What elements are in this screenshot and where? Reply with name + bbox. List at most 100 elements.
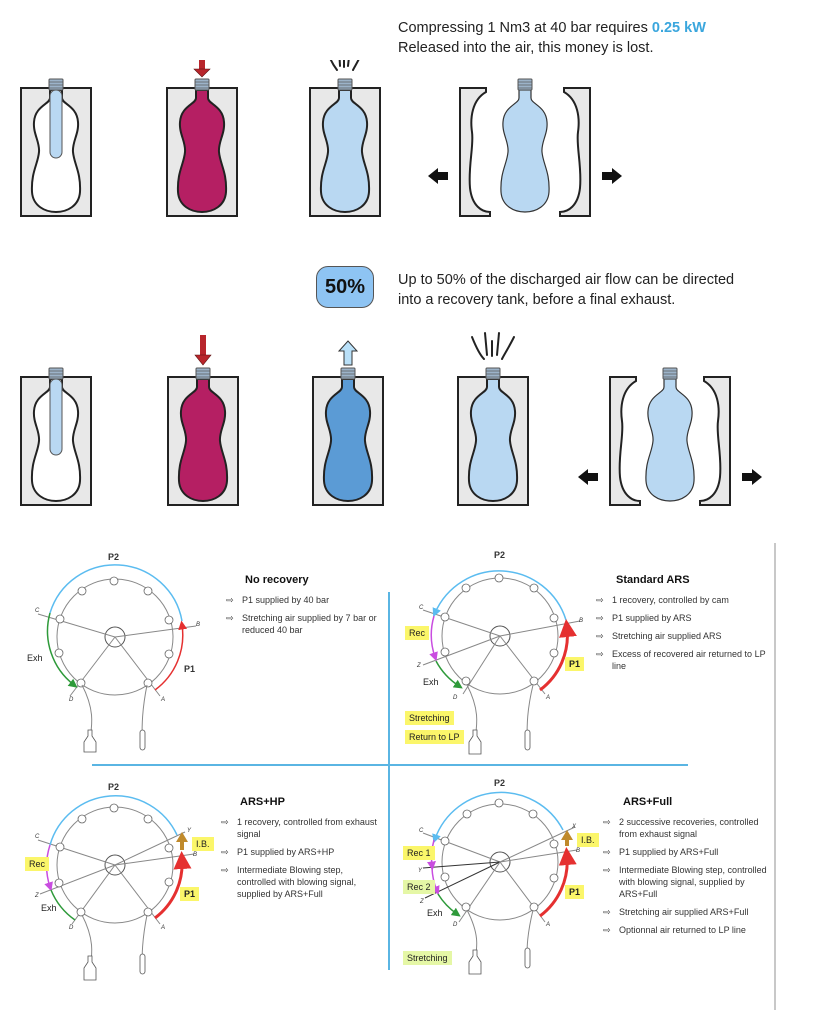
exhaust-burst-icon	[471, 332, 515, 360]
bullet-item: ⇨Stretching air supplied ARS+Full	[603, 907, 749, 917]
exh-label: Exh	[427, 908, 443, 918]
svg-text:B: B	[576, 848, 580, 854]
recovery-cycle-illustration	[20, 332, 762, 506]
mold-opening	[428, 78, 622, 217]
arrow-right-icon: ⇨	[603, 817, 611, 827]
svg-text:B: B	[196, 622, 200, 628]
panel-no-recovery-diagram: C B D A P2 Exh P1	[0, 540, 230, 760]
ib-tag: I.B.	[192, 837, 214, 851]
money-lost-caption: Released into the air, this money is los…	[398, 40, 654, 56]
vertical-divider	[388, 592, 390, 970]
preform-icon	[524, 947, 531, 969]
arrow-right-icon: ⇨	[603, 847, 611, 857]
preform-icon	[524, 729, 531, 751]
bullet-item: ⇨Intermediate Blowing step, controlled w…	[221, 865, 357, 899]
svg-text:Z: Z	[34, 893, 39, 899]
arrow-right-icon: ⇨	[221, 847, 229, 857]
panel-standard-ars-diagram: C B Z D A P2 Rec Exh P1 Stretching Retur…	[395, 540, 595, 760]
return-to-lp-tag: Return to LP	[405, 730, 464, 744]
svg-text:A: A	[545, 922, 550, 928]
energy-value: 0.25 kW	[651, 20, 706, 36]
rotary-diagram: C B D A	[35, 564, 200, 753]
preform-icon	[139, 729, 146, 751]
bullet-list: ⇨2 successive recoveries, controlled fro…	[601, 816, 773, 936]
bottle-icon	[83, 729, 97, 753]
bottle-icon	[83, 955, 97, 981]
horizontal-divider	[92, 764, 688, 766]
p2-label: P2	[494, 550, 506, 560]
rotary-diagram: C B Y Z D A	[34, 795, 197, 981]
recovery-percent-badge: 50%	[316, 266, 374, 308]
rotary-diagram: C B X Y Z D A	[418, 791, 580, 975]
p1-tag: P1	[565, 885, 585, 899]
svg-text:D: D	[453, 922, 458, 928]
arrow-right-icon: ⇨	[221, 817, 229, 827]
arrow-right-icon: ⇨	[226, 613, 234, 623]
bullet-item: ⇨P1 supplied by 40 bar	[226, 595, 330, 605]
rec2-tag: Rec 2	[403, 880, 435, 894]
rec-tag: Rec	[405, 626, 430, 640]
svg-text:D: D	[69, 925, 74, 931]
stretching-tag: Stretching	[403, 951, 452, 965]
svg-text:C: C	[35, 834, 40, 840]
left-arrow-icon	[578, 469, 598, 485]
p2-label: P2	[494, 778, 506, 788]
panel-standard-ars-text: Standard ARS ⇨1 recovery, controlled by …	[594, 574, 772, 678]
p1-tag: P1	[565, 657, 585, 671]
exh-label: Exh	[423, 677, 439, 687]
mold-exhaust	[309, 60, 381, 217]
svg-text:X: X	[571, 824, 577, 830]
exh-label: Exh	[27, 653, 43, 663]
arrow-right-icon: ⇨	[596, 631, 604, 641]
down-arrow-icon	[194, 335, 212, 366]
stretching-tag: Stretching	[405, 711, 454, 725]
svg-text:B: B	[193, 852, 197, 858]
energy-caption-text: Compressing 1 Nm3 at 40 bar requires	[398, 20, 652, 36]
blow-cycle-illustration	[20, 60, 622, 217]
rec1-tag: Rec 1	[403, 846, 435, 860]
svg-text:C: C	[35, 608, 40, 614]
bullet-list: ⇨P1 supplied by 40 bar ⇨Stretching air s…	[224, 594, 384, 636]
svg-text:B: B	[579, 618, 583, 624]
arrow-right-icon: ⇨	[596, 649, 604, 659]
svg-text:C: C	[419, 605, 424, 611]
svg-text:C: C	[419, 828, 424, 834]
svg-text:Z: Z	[416, 663, 421, 669]
panel-title: No recovery	[245, 574, 309, 586]
panel-title: ARS+HP	[240, 796, 285, 808]
panel-ars-hp-diagram: C B Y Z D A P2 Rec Exh I.B. P1	[0, 770, 230, 1010]
mold-blowing	[166, 60, 238, 217]
arrow-right-icon: ⇨	[226, 595, 234, 605]
ib-tag: I.B.	[577, 833, 599, 847]
mold-opening	[578, 367, 762, 506]
bullet-item: ⇨P1 supplied by ARS+Full	[603, 847, 719, 857]
mold-with-preform	[20, 78, 92, 217]
recovery-caption-line1: Up to 50% of the discharged air flow can…	[398, 272, 735, 288]
p2-label: P2	[108, 782, 120, 792]
arrow-right-icon: ⇨	[596, 595, 604, 605]
svg-text:Y: Y	[418, 868, 423, 874]
svg-text:A: A	[545, 695, 550, 701]
bullet-list: ⇨1 recovery, controlled from exhaust sig…	[219, 816, 384, 900]
svg-text:D: D	[69, 697, 74, 703]
arrow-right-icon: ⇨	[221, 865, 229, 875]
bullet-item: ⇨Optionnal air returned to LP line	[603, 925, 746, 935]
bullet-item: ⇨Excess of recovered air returned to LP …	[596, 649, 766, 671]
bullet-list: ⇨1 recovery, controlled by cam ⇨P1 suppl…	[594, 594, 772, 672]
p1-label: P1	[184, 664, 196, 674]
mold-recovery	[312, 340, 384, 506]
panel-ars-hp-text: ARS+HP ⇨1 recovery, controlled from exha…	[219, 796, 384, 906]
right-arrow-icon	[742, 469, 762, 485]
panel-title: Standard ARS	[616, 574, 690, 586]
bottle-icon	[468, 729, 482, 755]
right-arrow-icon	[602, 168, 622, 184]
exhaust-burst-icon	[329, 60, 360, 71]
p1-tag: P1	[180, 887, 200, 901]
bullet-item: ⇨1 recovery, controlled by cam	[596, 595, 729, 605]
panel-ars-full-text: ARS+Full ⇨2 successive recoveries, contr…	[601, 796, 773, 942]
panel-no-recovery-text: No recovery ⇨P1 supplied by 40 bar ⇨Stre…	[224, 574, 384, 642]
bullet-item: ⇨P1 supplied by ARS+HP	[221, 847, 335, 857]
recovery-caption: Up to 50% of the discharged air flow can…	[398, 270, 734, 310]
bullet-item: ⇨Stretching air supplied ARS	[596, 631, 722, 641]
panel-ars-full-diagram: C B X Y Z D A P2 Rec 1 Rec 2 Exh I.B. P1…	[395, 770, 600, 1010]
